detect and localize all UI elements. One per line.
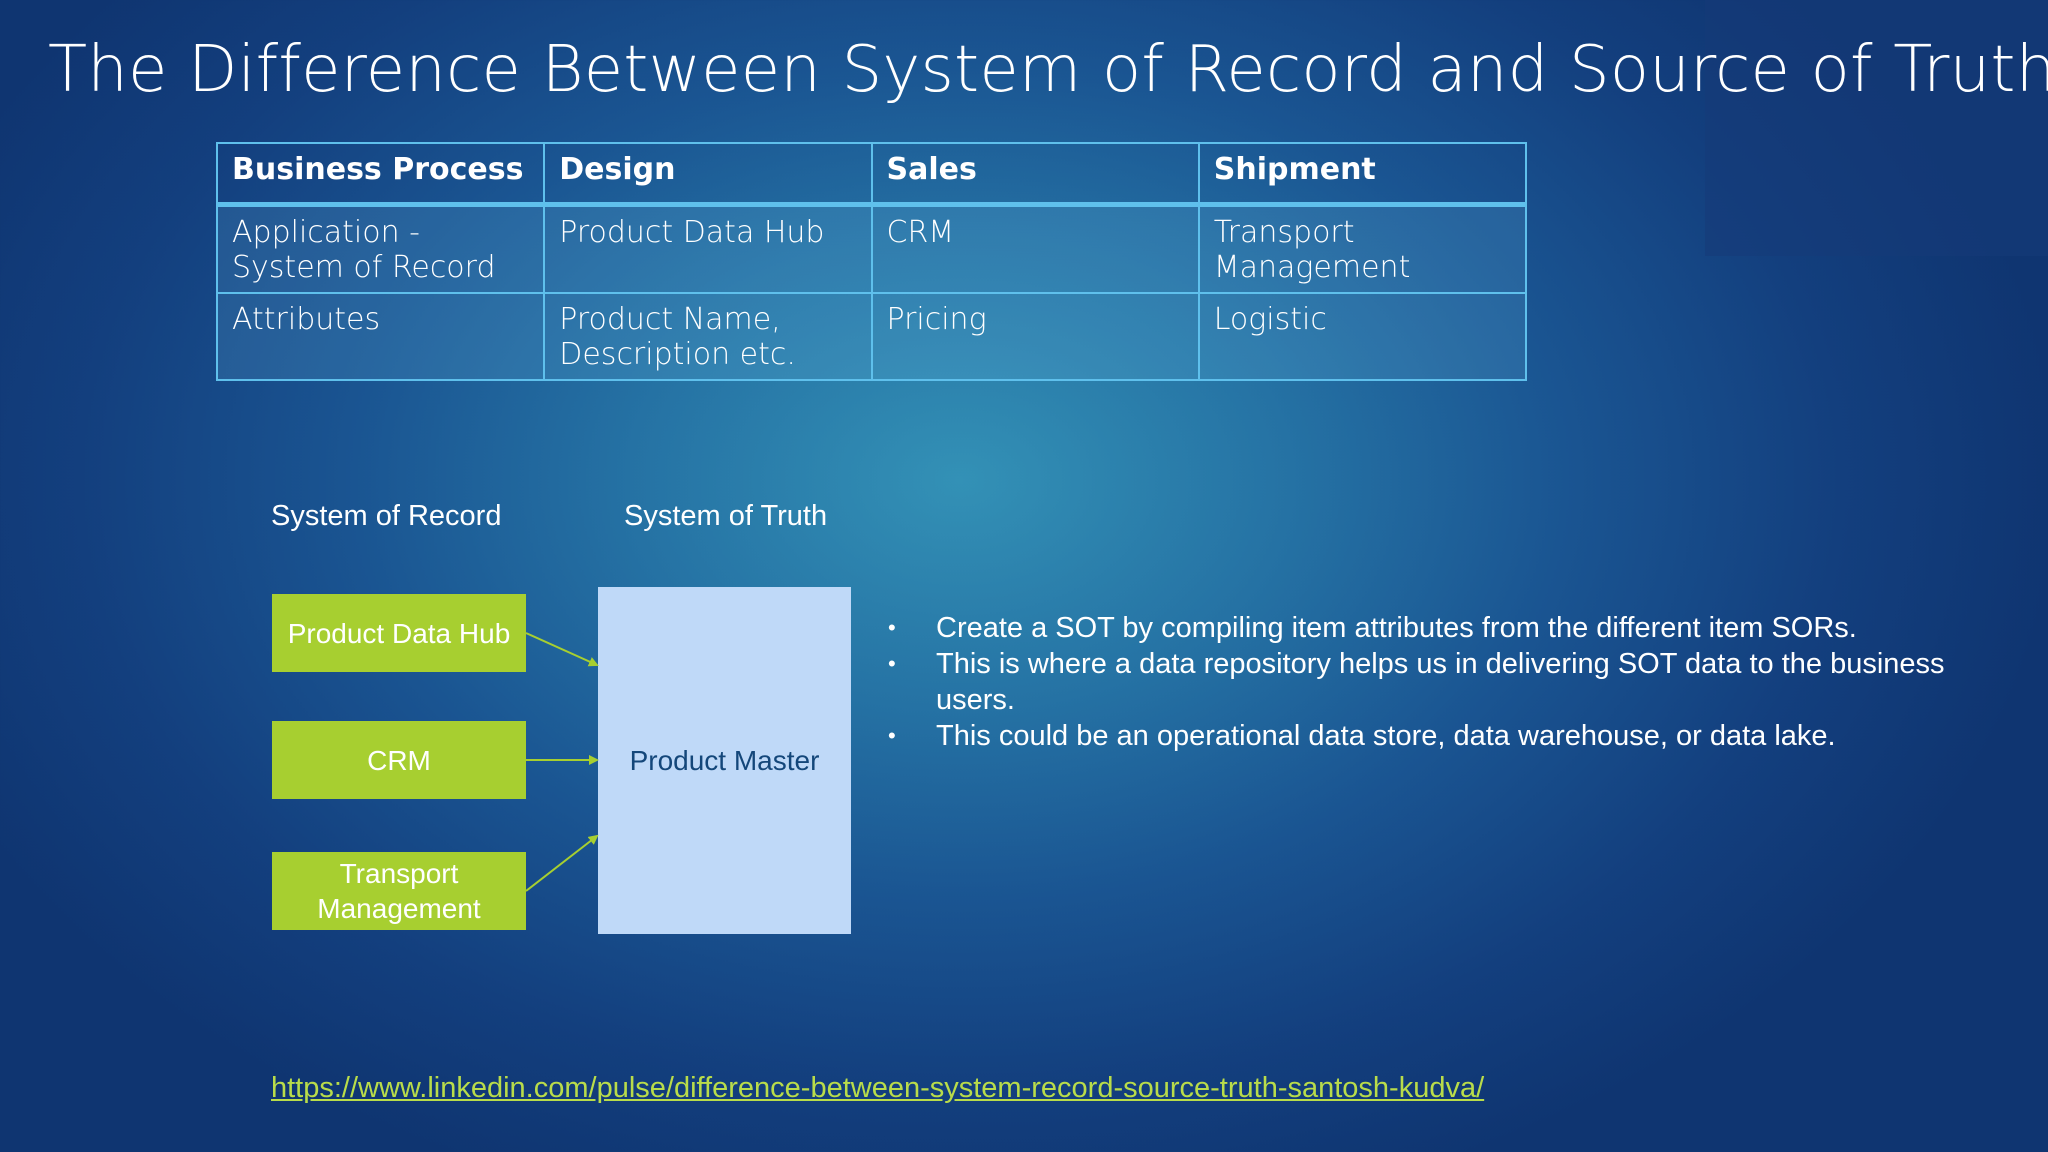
- product-master-label: Product Master: [629, 744, 820, 776]
- bullet-marker: •: [888, 651, 896, 676]
- table-cell: Attributes: [215, 292, 546, 381]
- column-header: Design: [543, 142, 873, 207]
- sor-box-crm: CRM: [272, 721, 526, 799]
- column-header: Business Process: [215, 142, 546, 207]
- bullet-marker: •: [888, 615, 896, 640]
- table-cell: Product Data Hub: [543, 203, 873, 294]
- bullet-text: Create a SOT by compiling item attribute…: [936, 612, 1857, 644]
- slide-title: The Difference Between System of Record …: [48, 33, 2048, 107]
- table-row: Attributes Product Name, Description etc…: [215, 292, 1528, 381]
- table-cell: CRM: [870, 203, 1200, 294]
- arrow-transport-management: [525, 834, 599, 892]
- list-item: • This is where a data repository helps u…: [888, 646, 2028, 718]
- sor-box-transport-management: Transport Management: [272, 852, 526, 930]
- table-header-row: Business Process Design Sales Shipment: [215, 142, 1528, 207]
- process-table: Business Process Design Sales Shipment A…: [215, 142, 1528, 381]
- list-item: • Create a SOT by compiling item attribut…: [888, 610, 2028, 646]
- system-of-truth-heading: System of Truth: [624, 500, 828, 532]
- bullet-list: • Create a SOT by compiling item attribut…: [888, 610, 2028, 754]
- table-cell: Transport Management: [1197, 203, 1528, 294]
- bullet-text: This is where a data repository helps us…: [936, 648, 1945, 716]
- column-header: Sales: [870, 142, 1200, 207]
- column-header: Shipment: [1197, 142, 1528, 207]
- table-cell: Logistic: [1197, 292, 1528, 381]
- source-link[interactable]: https://www.linkedin.com/pulse/differenc…: [271, 1072, 1485, 1104]
- table-cell: Pricing: [870, 292, 1200, 381]
- bullet-text: This could be an operational data store,…: [936, 720, 1836, 752]
- bullet-marker: •: [888, 723, 896, 748]
- arrow-product-data-hub: [525, 632, 599, 667]
- table-cell: Product Name, Description etc.: [543, 292, 873, 381]
- table-row: Application - System of Record Product D…: [215, 203, 1528, 294]
- system-of-record-heading: System of Record: [271, 500, 502, 532]
- sor-box-product-data-hub: Product Data Hub: [272, 594, 526, 672]
- product-master-box: Product Master: [598, 587, 851, 934]
- list-item: • This could be an operational data store…: [888, 718, 2028, 754]
- decorative-corner-panel: [1705, 0, 2048, 256]
- table-cell: Application - System of Record: [215, 203, 546, 294]
